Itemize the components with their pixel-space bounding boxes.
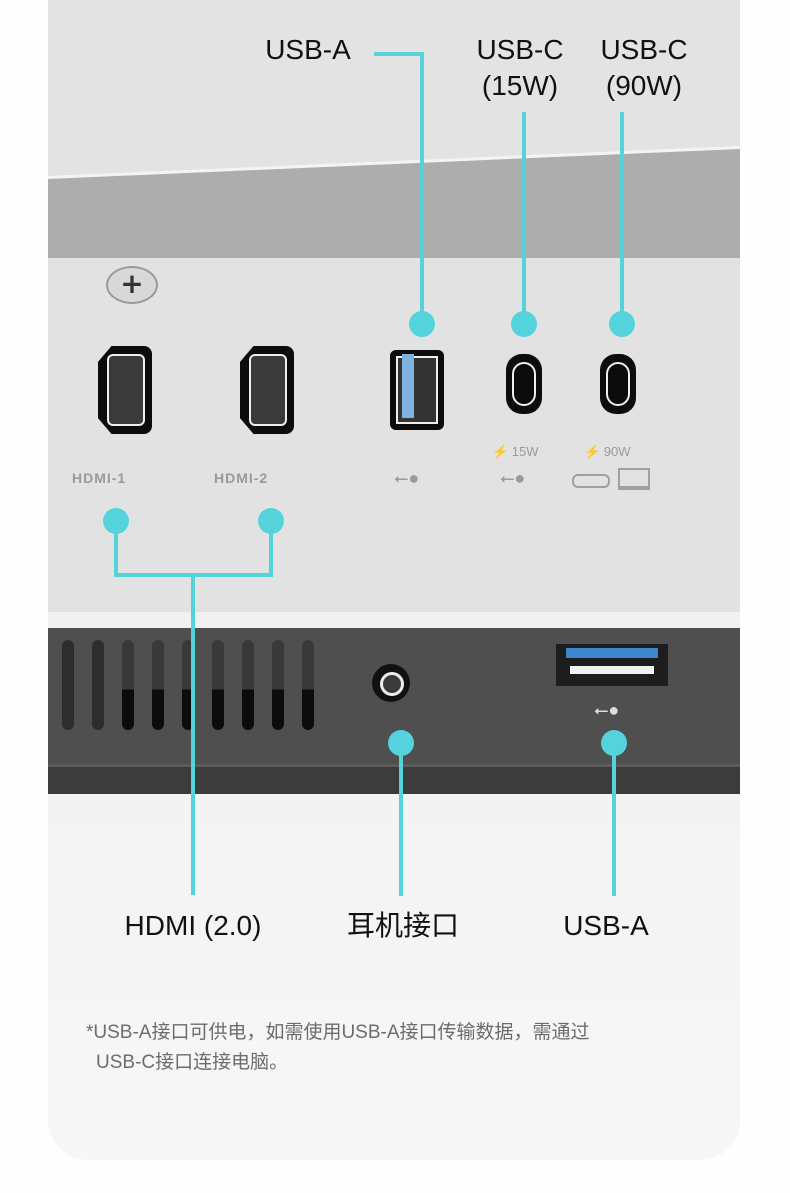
usb-symbol-icon: ⭠●: [394, 468, 420, 488]
label-usb-c-15w-power: (15W): [481, 70, 559, 101]
headphone-jack: [372, 664, 410, 702]
label-hdmi: HDMI (2.0): [124, 910, 262, 941]
footnote: *USB-A接口可供电，如需使用USB-A接口传输数据，需通过 USB-C接口连…: [86, 1018, 726, 1078]
label-headphone: 耳机接口: [346, 910, 459, 941]
usb-c-symbol-icon: [572, 474, 610, 488]
hdmi-2-port: [240, 346, 294, 434]
usb-c-90w-port: [600, 354, 636, 414]
usb-a-rear-port: [390, 350, 444, 430]
usb-symbol-icon: ⭠●: [594, 700, 620, 720]
usb-c-15w-port: [506, 354, 542, 414]
screw-icon: +: [106, 266, 158, 304]
label-usb-c-15w-title: USB-C: [476, 34, 564, 65]
hdmi-2-marking: HDMI-2: [214, 470, 269, 486]
usb-symbol-icon: ⭠●: [500, 468, 526, 488]
footnote-line-1: *USB-A接口可供电，如需使用USB-A接口传输数据，需通过: [86, 1022, 590, 1043]
label-usb-c-90w-power: (90W): [605, 70, 683, 101]
power-15w-marking: ⚡ 15W: [492, 444, 539, 459]
label-usb-a-front: USB-A: [563, 910, 649, 941]
power-90w-marking: ⚡ 90W: [584, 444, 631, 459]
usb-a-front-port: [556, 644, 668, 686]
front-io-lip: [48, 764, 740, 797]
footnote-line-2: USB-C接口连接电脑。: [96, 1052, 289, 1073]
hdmi-1-marking: HDMI-1: [72, 470, 127, 486]
label-usb-a-top: USB-A: [265, 34, 351, 65]
rear-io-panel: [48, 258, 740, 613]
product-card: + HDMI-1 HDMI-2 ⭠● ⚡ 15W ⭠● ⚡ 90W ⭠● US: [48, 0, 740, 1160]
panel-edge: [48, 612, 740, 628]
laptop-icon: [618, 468, 650, 490]
hdmi-1-port: [98, 346, 152, 434]
background-bottom: [48, 794, 740, 1160]
label-usb-c-90w-title: USB-C: [600, 34, 688, 65]
